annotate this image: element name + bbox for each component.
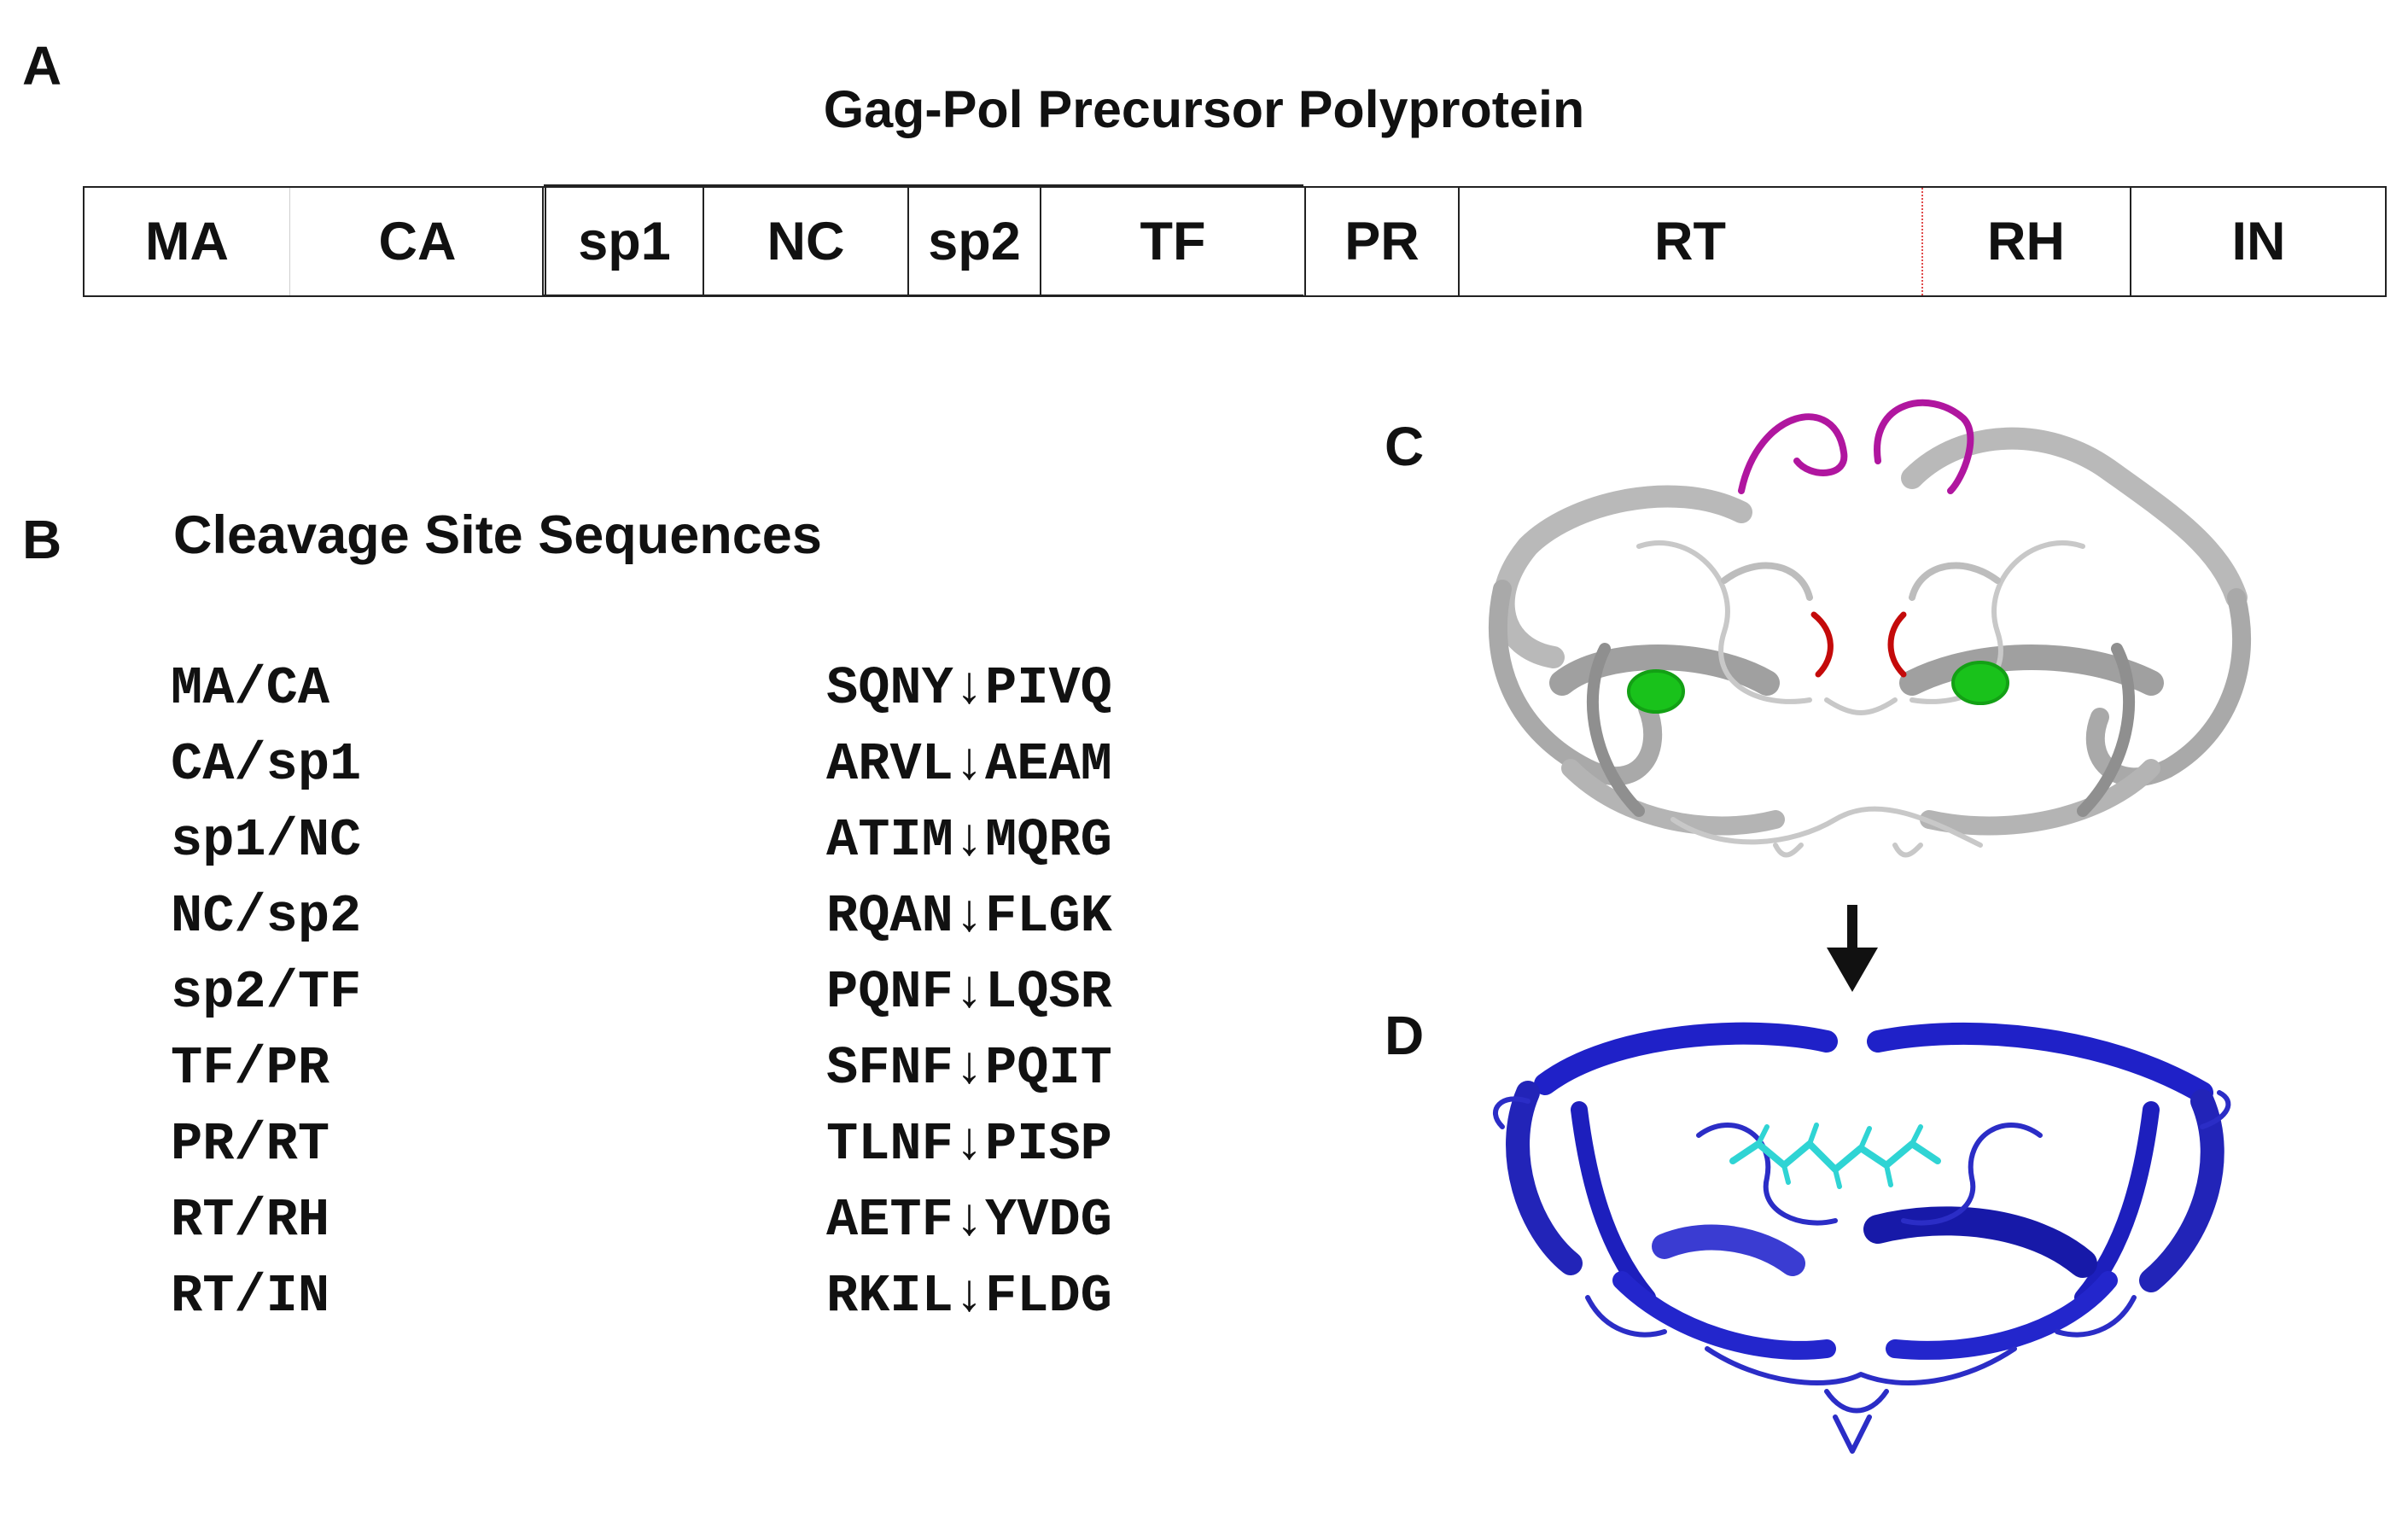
cleavage-title: Cleavage Site Sequences — [173, 505, 822, 565]
protease-structure-c — [1488, 399, 2252, 858]
cleavage-site-name: TF/PR — [171, 1038, 330, 1099]
cleavage-site-name: RT/RH — [171, 1190, 330, 1251]
coil — [1696, 1123, 1838, 1226]
domain-sp2: sp2 — [928, 212, 1021, 271]
divider-sp2-tf — [1040, 188, 1041, 295]
panel-letter-a: A — [22, 35, 62, 96]
cleavage-sequence: PQNF↓LQSR — [826, 962, 1112, 1023]
domain-sp1: sp1 — [578, 212, 671, 271]
flap-tip-left — [1738, 413, 1848, 494]
divider-rt-rh — [1921, 188, 1923, 295]
divider-ma-ca — [289, 188, 290, 295]
coil — [1705, 1346, 2017, 1385]
coil — [1901, 1123, 2043, 1226]
cleavage-sequence: RQAN↓FLGK — [826, 886, 1112, 947]
ribbon-sheet — [2074, 1101, 2160, 1306]
domain-rt: RT — [1654, 212, 1726, 271]
ribbon-strand — [2085, 588, 2252, 787]
divider-pr-rt — [1458, 188, 1460, 295]
coil — [1909, 562, 2001, 601]
coil — [1585, 1295, 1667, 1338]
flap-tip-right — [1874, 399, 1974, 494]
helix-left — [1627, 669, 1685, 714]
coil — [1773, 843, 1923, 858]
cleavage-sequence: RKIL↓FLDG — [826, 1266, 1112, 1327]
helix-right — [1951, 661, 2009, 705]
cleavage-site-name: CA/sp1 — [171, 734, 362, 795]
cleavage-site-name: PR/RT — [171, 1114, 330, 1175]
catalytic-loop-left — [1810, 611, 1834, 678]
ribbon-sheet — [1612, 1271, 1836, 1360]
polyprotein-domain-bar: MA CA sp1 NC sp2 TF PR RT RH IN — [83, 186, 2387, 297]
cleavage-sequence: TLNF↓PISP — [826, 1114, 1112, 1175]
cleavage-site-name: MA/CA — [171, 658, 330, 719]
ribbon-strand — [1488, 580, 1663, 786]
polyprotein-title: Gag-Pol Precursor Polyprotein — [823, 80, 1585, 138]
cleavage-site-name: sp1/NC — [171, 810, 362, 871]
ribbon-strand — [1901, 427, 2248, 609]
ribbon-strand — [1867, 1022, 2213, 1104]
ribbon-sheet — [1549, 644, 1780, 696]
cleavage-sequence: ARVL↓AEAM — [826, 734, 1112, 795]
ribbon-sheet — [1863, 1206, 2097, 1278]
divider-rh-in — [2130, 188, 2131, 295]
ribbon-sheet — [1652, 1224, 1805, 1276]
ribbon-strand — [1492, 485, 1752, 668]
panel-letter-b: B — [22, 509, 62, 570]
domain-rh: RH — [1987, 212, 2065, 271]
ribbon-strand — [1534, 1022, 1838, 1095]
ribbon-strand — [2077, 643, 2136, 817]
coil — [1721, 562, 1813, 601]
domain-ma: MA — [145, 212, 229, 271]
domain-pr: PR — [1344, 212, 1420, 271]
inhibitor-ligand — [1729, 1140, 1941, 1173]
cleavage-sequence: SQNY↓PIVQ — [826, 658, 1112, 719]
protease-structure-d — [1493, 1022, 2231, 1454]
coil — [1636, 540, 1812, 704]
cleavage-site-name: NC/sp2 — [171, 886, 362, 947]
cleavage-sequence: AETF↓YVDG — [826, 1190, 1112, 1251]
gag-region-bottom-edge — [544, 295, 1303, 297]
ribbon-sheet — [1571, 1101, 1656, 1306]
coil — [2055, 1295, 2137, 1338]
coil — [2200, 1090, 2231, 1129]
ribbon-sheet — [1506, 1081, 1583, 1275]
cleavage-site-name: RT/IN — [171, 1266, 330, 1327]
ribbon-sheet — [1899, 644, 2164, 696]
down-arrow-icon — [1827, 905, 1878, 992]
inhibitor-ligand — [1756, 1123, 1923, 1189]
panel-letter-c: C — [1385, 416, 1425, 477]
coil — [1670, 806, 1983, 848]
domain-in: IN — [2231, 212, 2286, 271]
panel-letter-d: D — [1385, 1005, 1425, 1066]
divider-nc-sp2 — [907, 188, 909, 295]
divider-ca-sp1 — [542, 188, 546, 295]
ribbon-strand — [1586, 643, 1645, 817]
gag-region-top-edge — [544, 184, 1303, 187]
ribbon-sheet — [1561, 759, 1785, 836]
coil — [1824, 1389, 1889, 1454]
cleavage-sequence: ATIM↓MQRG — [826, 810, 1112, 871]
ribbon-sheet — [1886, 1271, 2118, 1360]
catalytic-loop-right — [1887, 611, 1907, 678]
domain-ca: CA — [378, 212, 457, 271]
coil — [1493, 1096, 1531, 1129]
ribbon-sheet — [1920, 759, 2160, 836]
domain-tf: TF — [1140, 212, 1206, 271]
cleavage-sequence: SFNF↓PQIT — [826, 1038, 1112, 1099]
divider-tf-pr — [1304, 188, 1306, 295]
domain-nc: NC — [767, 212, 845, 271]
divider-sp1-nc — [703, 188, 704, 295]
coil — [1824, 697, 1898, 715]
cleavage-site-name: sp2/TF — [171, 962, 362, 1023]
